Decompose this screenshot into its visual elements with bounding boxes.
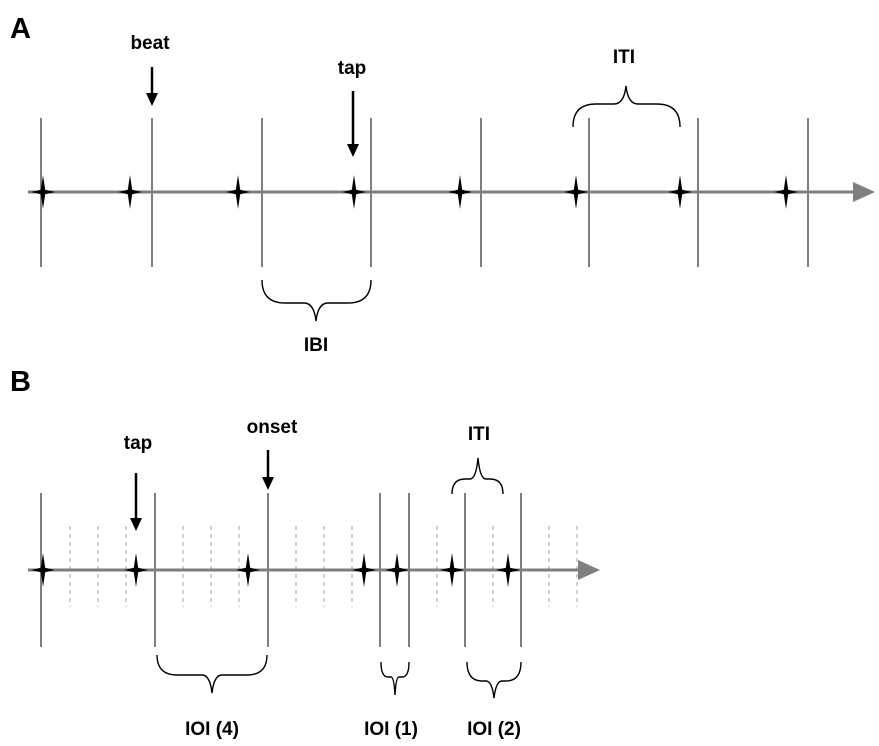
panel-b-tap-marker xyxy=(352,553,376,587)
panel-b-ioi1-label: IOI (1) xyxy=(364,719,418,740)
panel-a-ibi-label: IBI xyxy=(304,335,328,356)
panel-b-tap-marker xyxy=(385,553,409,587)
panel-a-tap-marker xyxy=(31,175,55,209)
panel-a-tap-arrowhead xyxy=(347,144,359,157)
panel-b-tap-arrowhead xyxy=(130,518,142,531)
panel-a-beat-label: beat xyxy=(130,33,170,54)
panel-a-beat-arrowhead xyxy=(146,93,158,106)
panel-b-axis-arrowhead xyxy=(578,560,600,580)
panel-b-tap-marker xyxy=(496,553,520,587)
panel-a-iti-brace xyxy=(572,85,681,128)
panel-a-tap-marker xyxy=(342,175,366,209)
panel-a-tap-marker xyxy=(226,175,250,209)
panel-a-letter: A xyxy=(10,13,31,45)
panel-a-tap-marker xyxy=(564,175,588,209)
panel-b-tap-marker xyxy=(440,553,464,587)
panel-a-axis-arrowhead xyxy=(853,182,875,202)
panel-a-tap-marker xyxy=(118,175,142,209)
panel-b-ioi4-brace xyxy=(156,654,268,694)
panel-a-iti-label: ITI xyxy=(613,47,635,68)
panel-b-ioi2-brace xyxy=(466,661,522,699)
panel-a-tap-marker xyxy=(774,175,798,209)
panel-a-tap-marker xyxy=(668,175,692,209)
panel-a-tap-label: tap xyxy=(338,58,367,79)
panel-b-tap-marker xyxy=(124,553,148,587)
panel-b-ioi1-brace xyxy=(380,661,410,696)
panel-a: A beat tap ITI IBI xyxy=(10,13,875,356)
panel-b-letter: B xyxy=(10,366,31,398)
panel-b: B tap xyxy=(10,366,600,740)
panel-a-ibi-brace xyxy=(261,279,372,322)
panel-b-iti-label: ITI xyxy=(468,424,490,445)
panel-b-onset-arrowhead xyxy=(262,477,274,490)
panel-b-ioi2-label: IOI (2) xyxy=(467,719,521,740)
panel-b-tap-label: tap xyxy=(124,433,153,454)
panel-b-iti-brace xyxy=(451,457,504,495)
panel-b-tap-marker xyxy=(31,553,55,587)
panel-b-ioi4-label: IOI (4) xyxy=(185,719,239,740)
panel-b-onset-label: onset xyxy=(247,417,298,438)
panel-a-tap-marker xyxy=(448,175,472,209)
